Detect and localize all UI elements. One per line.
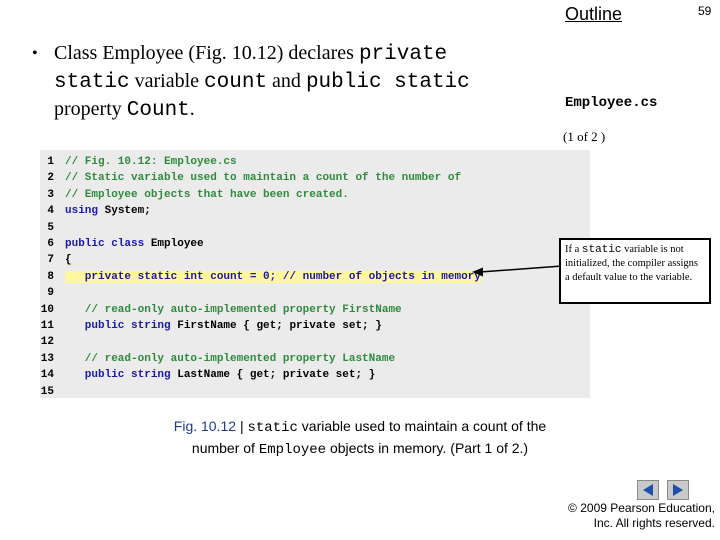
line-number: 7 [47, 254, 54, 267]
code-line: 14 public string LastName { get; private… [40, 367, 375, 383]
code-line: 3 // Employee objects that have been crea… [40, 187, 349, 203]
code-line: 1 // Fig. 10.12: Employee.cs [40, 154, 237, 170]
line-number: 10 [40, 303, 54, 316]
part-label: (1 of 2 ) [563, 129, 606, 144]
line-number: 4 [47, 205, 54, 218]
code-comment: // Employee objects that have been creat… [65, 188, 349, 201]
triangle-left-icon [643, 484, 653, 496]
outline-title: Outline [565, 4, 623, 24]
code-line: 11 public string FirstName { get; privat… [40, 318, 382, 334]
code-comment: // Fig. 10.12: Employee.cs [65, 156, 237, 168]
callout-arrow [472, 265, 563, 277]
line-number: 6 [47, 238, 54, 250]
code-text: Employee [144, 238, 204, 250]
copyright-notice: © 2009 Pearson Education, Inc. All right… [520, 501, 715, 531]
line-number: 11 [40, 320, 54, 332]
code-listing: 1 // Fig. 10.12: Employee.cs 2 // Static va… [40, 150, 590, 398]
code-line: 13 // read-only auto-implemented propert… [40, 351, 395, 367]
line-number: 8 [47, 270, 54, 283]
line-number: 2 [47, 172, 54, 185]
code-keyword: public class [65, 238, 145, 250]
code-comment: // read-only auto-implemented property F… [65, 303, 402, 316]
line-number: 1 [47, 156, 54, 168]
code-line: 7{ [40, 252, 72, 268]
code-keyword: using [65, 205, 99, 218]
code-text: LastName { get; private set; } [170, 369, 376, 382]
code-line: 10 // read-only auto-implemented propert… [40, 302, 402, 318]
code-line: 9 [40, 285, 65, 301]
code-line: 5 [40, 220, 65, 236]
line-number: 3 [47, 188, 54, 201]
line-number: 5 [47, 221, 54, 234]
copyright-line-2: Inc. All rights reserved. [593, 516, 715, 530]
code-line: 15 [40, 384, 65, 400]
bullet-dot: • [32, 45, 38, 62]
line-number: 14 [40, 369, 54, 382]
line-number: 12 [40, 336, 54, 349]
code-text: System; [98, 205, 151, 218]
code-line: 4 using System; [40, 203, 151, 219]
code-keyword: public string [65, 369, 171, 382]
code-text: FirstName { get; private set; } [170, 320, 382, 332]
bullet-text: Class Employee (Fig. 10.12) declares pri… [54, 42, 470, 122]
triangle-right-icon [673, 484, 683, 496]
code-line: 6 public class Employee [40, 236, 204, 252]
copyright-line-1: © 2009 Pearson Education, [568, 501, 715, 515]
code-comment: // read-only auto-implemented property L… [65, 352, 396, 365]
code-text: { [65, 254, 72, 267]
next-slide-button[interactable] [667, 480, 689, 500]
code-highlight: private static int count = 0; // number … [65, 270, 481, 283]
code-line: 8 private static int count = 0; // numbe… [40, 269, 481, 285]
callout-note: If a static variable is not initialized,… [559, 238, 711, 304]
line-number: 15 [40, 385, 54, 398]
file-name: Employee.cs [565, 95, 658, 111]
code-line: 2 // Static variable used to maintain a c… [40, 170, 461, 186]
figure-caption: Fig. 10.12 | static variable used to mai… [173, 418, 547, 458]
line-number: 9 [47, 287, 54, 300]
page-number: 59 [698, 4, 712, 18]
code-comment: // Static variable used to maintain a co… [65, 172, 462, 185]
code-keyword: public string [65, 320, 171, 332]
code-line: 12 [40, 334, 65, 350]
line-number: 13 [40, 352, 54, 365]
prev-slide-button[interactable] [637, 480, 659, 500]
